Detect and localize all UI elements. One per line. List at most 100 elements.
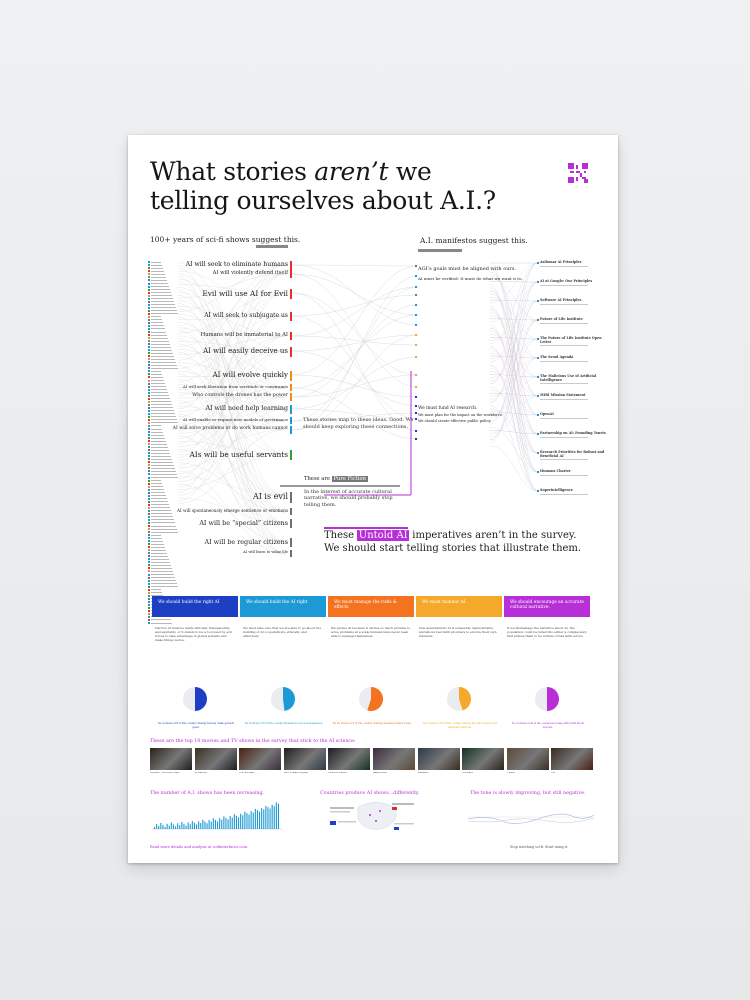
manifesto-sub [540,265,588,267]
show-row [148,352,178,355]
show-row-dot [148,288,150,291]
show-row-bar [151,398,170,400]
pie-slice [547,687,559,711]
manifesto-title: Humans Charter [540,469,571,473]
show-row-bar [151,570,173,572]
manifesto-item: Partnership on AI: Founding Tenets [537,431,606,438]
trend-bar [181,821,183,829]
flow-line [489,324,539,492]
show-row-bar [151,528,177,530]
show-row [148,428,178,431]
imperative-caption: So 4 shows of 5 of this, mostly missing … [157,721,235,729]
show-row-bar [151,276,166,278]
show-row-dot [148,397,150,400]
manifesto-point-marker [415,405,417,407]
manifesto-item: AI at Google: Our Principles [537,279,592,286]
flow-line [489,290,539,416]
trend-bar [162,824,164,829]
manifesto-point-marker [415,286,417,288]
trend-bar [273,806,275,829]
flow-line [291,264,419,326]
show-row [148,424,178,428]
shows-header: These are the top 10 movies and TV shows… [150,739,356,744]
manifesto-sub [540,398,588,400]
show-row-dot [148,561,150,564]
show-row [148,306,178,309]
manifesto-dot [537,451,539,454]
left-header-bar [256,245,288,248]
show-row-bar [151,422,178,424]
show-row-dot [148,264,150,267]
show-caption: Blade Runner [373,772,388,774]
show-row [148,418,178,422]
show-row [148,528,178,531]
flow-line [489,376,539,416]
story-label: Humans will be immaterial to AI [200,332,288,338]
show-row-bar [151,516,173,518]
show-row [148,294,178,297]
show-row-bar [151,464,174,466]
manifesto-item: Asilomar AI Principles [537,260,588,267]
manifesto-sub [540,459,588,461]
show-row-bar [151,622,172,624]
show-row [148,312,178,316]
show-still [239,748,282,770]
show-row-dot [148,406,150,409]
story-label: AI will seek to subjugate us [204,312,288,319]
show-row [148,573,178,576]
flow-line [291,292,419,432]
manifesto-dot [537,432,539,435]
read-more-link[interactable]: Read more details and analysis at scifii… [150,845,249,849]
manifesto-sub [540,417,588,419]
show-row-dot [148,294,150,297]
show-row-dot [148,585,150,588]
show-row [148,461,178,464]
show-row-dot [148,525,150,528]
flow-line [489,445,539,492]
show-row [148,585,178,588]
flow-line [489,393,539,397]
show-row-bar [151,531,178,533]
show-row [148,570,178,573]
show-row-dot [148,567,150,570]
flow-line [489,430,539,435]
show-row-bar [151,437,165,439]
show-row-dot [148,361,150,364]
imperative-title: We should encourage an accurate cultural… [504,596,590,617]
show-row-dot [148,482,150,485]
show-row [148,403,178,406]
show-row-dot [148,273,150,276]
show-row-bar [151,561,170,563]
show-row-bar [151,331,166,333]
show-row-dot [148,428,150,431]
show-row [148,458,178,461]
show-still [462,748,505,770]
manifesto-title: OpenAI [540,412,554,416]
flow-line [291,335,419,346]
show-row-bar [151,546,165,548]
show-row-dot [148,615,150,618]
show-row-bar [151,449,169,451]
show-row-dot [148,506,150,509]
show-row [148,485,178,488]
show-row-bar [151,264,162,266]
show-row [148,518,178,522]
untold-statement: These Untold AI imperatives aren’t in th… [324,530,582,554]
show-row-dot [148,597,150,600]
show-row [148,546,178,549]
left-header: 100+ years of sci-fi shows suggest this. [150,235,301,244]
flow-line [291,264,419,267]
show-row [148,567,178,570]
trend-bar [231,817,233,829]
flow-line [489,262,539,425]
flow-line [489,355,539,359]
flow-line [489,337,539,340]
show-row-bar [151,549,166,551]
show-row-dot [148,528,150,531]
show-row-bar [151,577,175,579]
show-row-dot [148,385,150,388]
story-bar [289,289,292,300]
show-row-dot [148,491,150,494]
